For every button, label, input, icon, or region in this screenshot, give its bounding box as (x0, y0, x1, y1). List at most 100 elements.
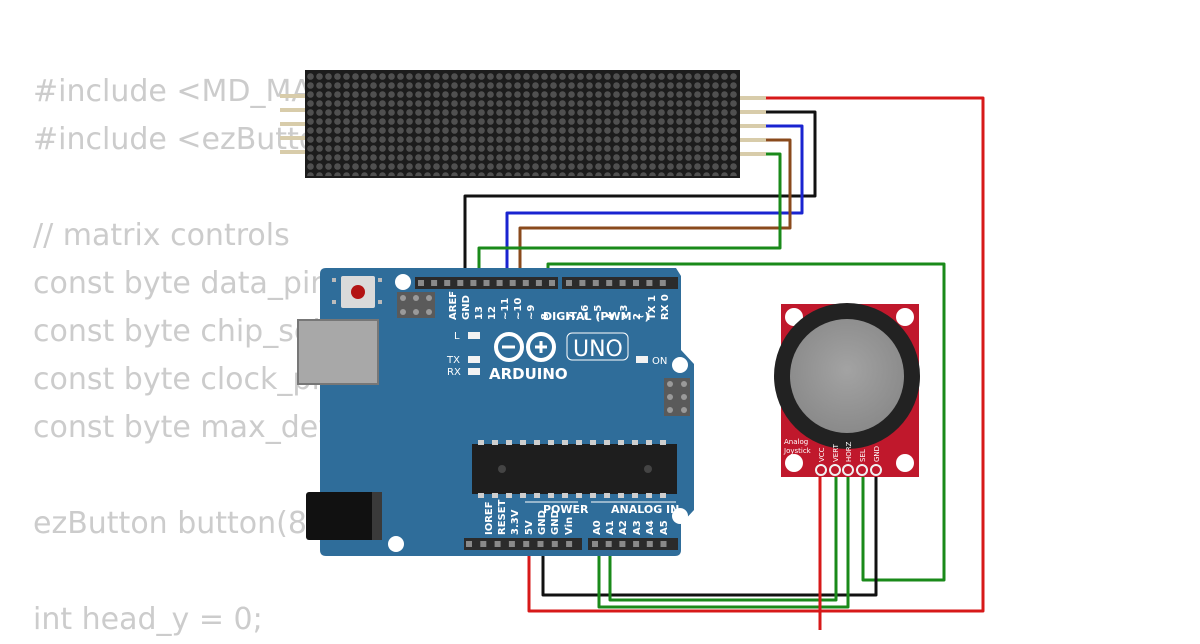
joystick-pin (829, 464, 841, 476)
led-matrix-module (280, 70, 766, 178)
joystick-pin-label: GND (873, 446, 881, 462)
mount-hole (896, 308, 914, 326)
matrix-input-pins (280, 94, 306, 154)
led-on-label: ON (652, 356, 667, 367)
pin-label: A5 (659, 520, 670, 535)
mount-hole (395, 274, 411, 290)
header-hole (466, 541, 472, 547)
led-l-label: L (454, 331, 460, 342)
header-hole (509, 280, 516, 286)
header-hole (523, 541, 530, 547)
joystick-pin (842, 464, 854, 476)
pin-label: 4 (606, 313, 617, 320)
header-hole (535, 280, 542, 286)
pin-label: A4 (645, 520, 656, 535)
code-line: // matrix controls (33, 218, 290, 253)
header-hole (496, 280, 503, 286)
chip-leg (646, 493, 652, 498)
chip-leg (604, 493, 610, 498)
analog-header (588, 538, 678, 550)
chip-leg (604, 440, 610, 445)
chip-leg (660, 493, 666, 498)
pin-label: ~10 (513, 298, 524, 320)
header-hole (483, 280, 490, 286)
atmega-chip (472, 440, 677, 498)
arduino-logo (494, 332, 556, 362)
pin-label: ~5 (593, 305, 604, 320)
pin-label: 13 (474, 306, 485, 320)
chip-leg (506, 440, 512, 445)
header-hole (418, 280, 424, 286)
header-hole (619, 280, 626, 286)
chip-leg (492, 493, 498, 498)
led-rx-label: RX (447, 367, 461, 378)
analog-label: ANALOG IN (611, 503, 679, 516)
pin-label: 8 (540, 313, 551, 320)
chip-leg (520, 440, 526, 445)
power-header (464, 538, 582, 550)
led-rx (468, 368, 480, 375)
chip-leg (534, 440, 540, 445)
joystick-knob[interactable] (790, 319, 904, 433)
chip-leg (632, 440, 638, 445)
pin-label: A3 (632, 520, 643, 535)
pin-label: 3.3V (510, 509, 521, 535)
uno-badge (566, 332, 629, 361)
led-on (636, 356, 648, 363)
chip-leg (562, 440, 568, 445)
header-hole (551, 541, 558, 547)
wire-joystick-gnd (541, 470, 878, 597)
chip-leg (562, 493, 568, 498)
pin-label: GND (550, 510, 561, 535)
pin-label: GND (537, 510, 548, 535)
header-hole (579, 280, 586, 286)
header-hole (431, 280, 438, 286)
joystick-label-line1: Analog (784, 438, 808, 446)
header-hole (444, 280, 451, 286)
wire-matrix-gnd (463, 110, 817, 278)
header-hole (592, 541, 598, 547)
header-hole (605, 541, 612, 547)
chip-leg (478, 440, 484, 445)
header-hole (470, 280, 477, 286)
header-hole (480, 541, 487, 547)
joystick-pin-label: HORZ (845, 441, 853, 462)
pin-label: A0 (592, 520, 603, 535)
header-hole (659, 280, 666, 286)
pin-label: TX 1 (647, 295, 658, 320)
pin-label: Vin (564, 517, 575, 535)
header-hole (457, 280, 464, 286)
header-hole (537, 541, 544, 547)
code-line: ezButton button(8); (33, 506, 329, 541)
pin-label: 2 (632, 313, 643, 320)
chip-leg (492, 440, 498, 445)
header-hole (494, 541, 501, 547)
header-hole (646, 541, 653, 547)
led-tx-label: TX (446, 355, 460, 366)
chip-leg (506, 493, 512, 498)
reset-button[interactable] (332, 276, 382, 308)
chip-leg (576, 493, 582, 498)
pin-label: ~3 (619, 305, 630, 320)
pin-label: A2 (618, 520, 629, 535)
chip-leg (590, 440, 596, 445)
chip-leg (618, 493, 624, 498)
chip-leg (478, 493, 484, 498)
header-hole (522, 280, 529, 286)
pin-label: 5V (524, 520, 535, 535)
pin-label: A1 (605, 520, 616, 535)
uno-model: UNO (573, 337, 623, 362)
header-hole (566, 541, 573, 547)
icsp-header-side (664, 378, 690, 416)
arduino-brand: ARDUINO (489, 365, 568, 383)
power-jack (306, 492, 382, 540)
mount-hole (388, 536, 404, 552)
chip-leg (548, 440, 554, 445)
icsp-header-top (397, 292, 435, 318)
pin-label: 12 (487, 306, 498, 320)
wire-joystick-vert (597, 470, 850, 609)
chip-leg (632, 493, 638, 498)
digital-header-label: DIGITAL (PWM ~) (543, 310, 650, 323)
led-l (468, 332, 480, 339)
